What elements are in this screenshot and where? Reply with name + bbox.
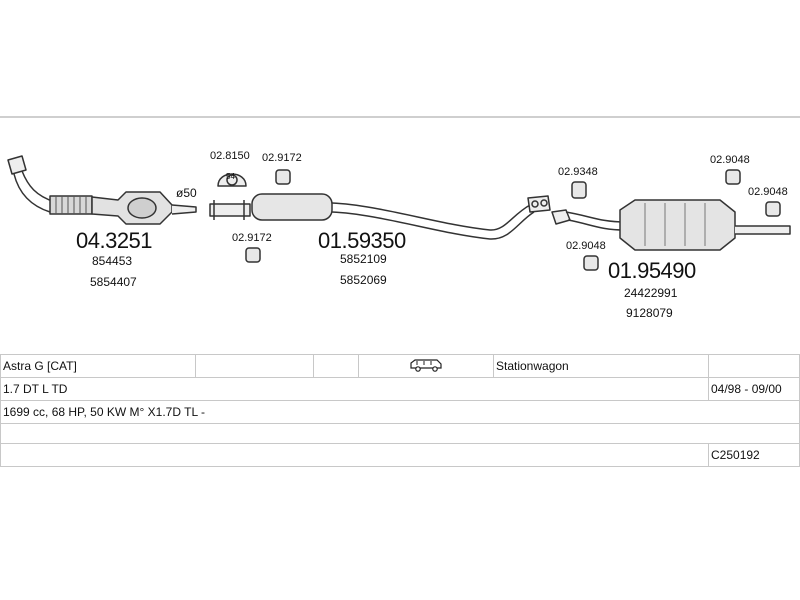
centre-pipe-middle-silencer (209, 193, 551, 240)
rear-pipe-rear-silencer (551, 199, 791, 251)
spec-cell: 1699 cc, 68 HP, 50 KW M° X1.7D TL - (0, 400, 800, 424)
table-row (0, 423, 800, 444)
table-row: C250192 (0, 443, 800, 467)
clamp-size-label: 54 (226, 172, 235, 181)
front-pipe-catalytic-converter (7, 155, 197, 225)
empty-cell (313, 354, 359, 378)
hanger-p4 (571, 181, 587, 199)
empty-cell (708, 354, 800, 378)
empty-cell (0, 423, 800, 444)
table-row: 1.7 DT L TD 04/98 - 09/00 (0, 377, 800, 401)
station-wagon-icon (409, 358, 443, 375)
engine-cell: 1.7 DT L TD (0, 377, 709, 401)
vehicle-info-table: Astra G [CAT] Stationwagon 1.7 DT L TD 0… (0, 354, 800, 467)
small-part-label: 02.9048 (710, 154, 750, 166)
table-row: Astra G [CAT] Stationwagon (0, 354, 800, 378)
empty-cell (0, 443, 709, 467)
small-part-label: 02.9348 (558, 166, 598, 178)
exhaust-system-diagram (7, 155, 791, 271)
part-ref: 5852109 (340, 252, 387, 266)
hanger-p1 (217, 173, 247, 187)
part-ref: 5852069 (340, 273, 387, 287)
small-part-label: 02.9172 (232, 232, 272, 244)
empty-cell (195, 354, 314, 378)
body-icon-cell (358, 354, 494, 378)
hanger-p2 (275, 169, 291, 185)
hanger-p5 (725, 169, 741, 185)
part-ref: 5854407 (90, 275, 137, 289)
small-part-label: 02.9172 (262, 152, 302, 164)
part-ref: 9128079 (626, 306, 673, 320)
date-range-cell: 04/98 - 09/00 (708, 377, 800, 401)
hanger-p3 (245, 247, 261, 263)
pipe-diameter-label: ø50 (176, 186, 197, 200)
model-cell: Astra G [CAT] (0, 354, 196, 378)
part-ref: 24422991 (624, 286, 678, 300)
table-row: 1699 cc, 68 HP, 50 KW M° X1.7D TL - (0, 400, 800, 424)
hanger-p6 (765, 201, 781, 217)
small-part-label: 02.9048 (748, 186, 788, 198)
top-border-line (0, 116, 800, 118)
code-cell: C250192 (708, 443, 800, 467)
small-part-label: 02.9048 (566, 240, 606, 252)
part-number: 04.3251 (76, 228, 153, 253)
small-part-label: 02.8150 (210, 150, 250, 162)
body-type-cell: Stationwagon (493, 354, 709, 378)
hanger-p7 (583, 255, 599, 271)
part-number: 01.59350 (318, 228, 406, 253)
part-number: 01.95490 (608, 258, 696, 283)
part-ref: 854453 (92, 254, 133, 268)
